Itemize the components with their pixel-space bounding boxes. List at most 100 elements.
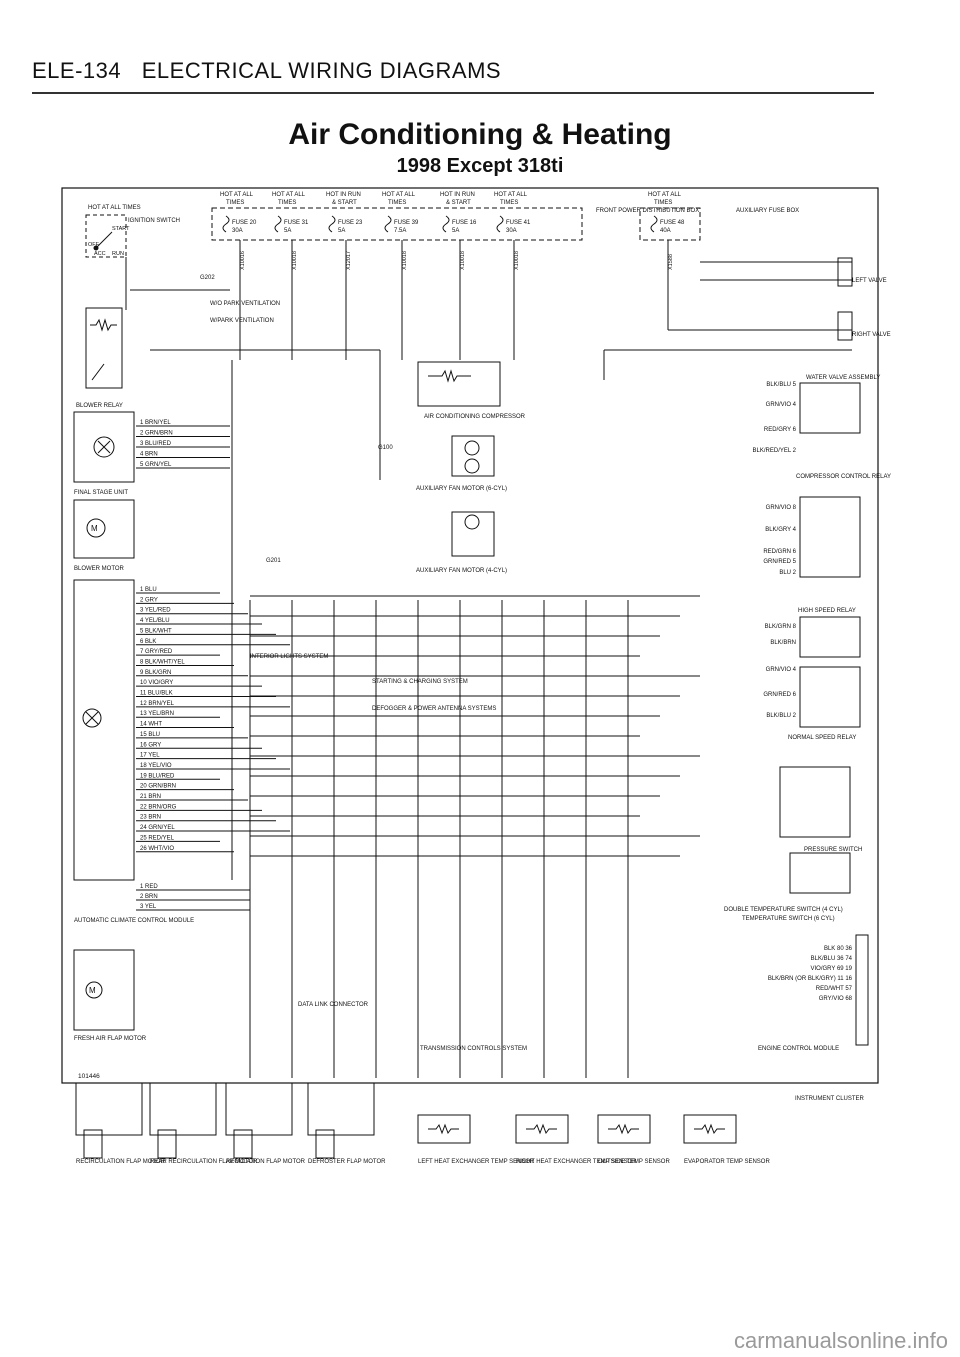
connector-label: X12017 [346, 251, 352, 270]
engine-module-label: ENGINE CONTROL MODULE [758, 1046, 839, 1052]
fuse-symbol [650, 215, 658, 233]
connector-label: X10018 [292, 251, 298, 270]
right-valve-box [837, 311, 853, 341]
module-pin-label: 10 VIO/GRY [140, 680, 173, 686]
relay-pin-label: BLK/BLU 2 [766, 713, 796, 719]
ground-g100-label: G100 [378, 445, 393, 451]
connector-label: X1588 [668, 254, 674, 270]
high-speed-relay-label: HIGH SPEED RELAY [798, 608, 856, 614]
module-pin-label: 20 GRN/BRN [140, 784, 176, 790]
bottom-component-label: EVAPORATOR TEMP SENSOR [684, 1159, 770, 1165]
flap-motor-body [315, 1129, 335, 1159]
sensor-resistor [428, 1123, 459, 1135]
module-pin-label: 3 BLU/RED [140, 441, 172, 447]
module-pin-label: 14 WHT [140, 722, 162, 728]
module-pin-label: 1 RED [140, 884, 158, 890]
module-pin-label: 26 WHT/VIO [140, 846, 174, 852]
module-pin-label: 1 BLU [140, 587, 157, 593]
flap-motor-body [157, 1129, 177, 1159]
diagram-frame [61, 187, 879, 1084]
fuse-subheader: & START [332, 200, 357, 206]
module-pin-label: 5 GRN/YEL [140, 462, 172, 468]
module-pin-label: 2 GRN/BRN [140, 431, 173, 437]
fuse-header: HOT AT ALL [648, 192, 682, 198]
bottom-component-label: RIGHT HEAT EXCHANGER TEMP SENSOR [516, 1159, 637, 1165]
relay-pin-label: GRN/RED 6 [763, 692, 796, 698]
fuse-header: HOT IN RUN [440, 192, 475, 198]
section-number: ELE-134 [32, 58, 122, 83]
ecm-box [855, 934, 869, 1046]
ignition-hot-label: HOT AT ALL TIMES [88, 205, 141, 211]
blower-motor-label: BLOWER MOTOR [74, 566, 125, 572]
fuse-symbol [328, 215, 336, 233]
final-stage-label: FINAL STAGE UNIT [74, 490, 128, 496]
flap-motor-body [233, 1129, 253, 1159]
fuse-subheader: TIMES [500, 200, 518, 206]
fuse-rating: 5A [452, 228, 459, 234]
relay-pin-label: GRN/VIO 8 [766, 505, 797, 511]
watermark: carmanualsonline.info [733, 1328, 948, 1353]
module-pin-label: 13 YEL/BRN [140, 711, 174, 717]
sensor-resistor [608, 1123, 639, 1135]
relay-pin-label: BLU 2 [779, 570, 796, 576]
ac-compressor: AIR CONDITIONING COMPRESSOR [417, 361, 526, 420]
relay-pin-label: BLK/GRY 4 [765, 527, 796, 533]
ecm-pin-label: BLK/BRN (OR BLK/GRY) 11 16 [768, 976, 853, 982]
module-pin-label: 2 BRN [140, 894, 158, 900]
module-pin-label: 8 BLK/WHT/YEL [140, 659, 185, 665]
relay-pin-label: GRN/RED 5 [763, 559, 796, 565]
sensor-resistor [694, 1123, 725, 1135]
module-pin-label: 19 BLU/RED [140, 773, 175, 779]
figure-number: 101446 [78, 1073, 100, 1080]
ignition-position: RUN [112, 251, 124, 257]
blower-relay: BLOWER RELAY [76, 307, 123, 409]
fuse-name: FUSE 39 [394, 220, 419, 226]
fuse-rating: 30A [232, 228, 243, 234]
starting-label: STARTING & CHARGING SYSTEM [372, 679, 468, 685]
blower-motor: M BLOWER MOTOR [73, 499, 135, 572]
module-pin-label: 18 YEL/VIO [140, 763, 172, 769]
fresh-air-flap-motor: M FRESH AIR FLAP MOTOR [73, 949, 147, 1042]
fuse-name: FUSE 41 [506, 220, 531, 226]
fuse-name: FUSE 31 [284, 220, 309, 226]
bottom-component-label: DEFROSTER FLAP MOTOR [308, 1159, 386, 1165]
front-power-box-label: FRONT POWER DISTRIBUTION BOX [596, 208, 699, 214]
aux-fan-6cyl: AUXILIARY FAN MOTOR (6-CYL) [416, 435, 507, 492]
aux-fan-4-label: AUXILIARY FAN MOTOR (4-CYL) [416, 568, 507, 574]
aux-box-outline [639, 207, 701, 241]
sensor-box [683, 1114, 737, 1144]
interior-lights-label: INTERIOR LIGHTS SYSTEM [250, 654, 328, 660]
ground-g202-label: G202 [200, 275, 215, 281]
fuse-header: HOT AT ALL [382, 192, 416, 198]
power-rails [125, 240, 853, 880]
module-pin-label: 24 GRN/YEL [140, 825, 175, 831]
right-relays [779, 382, 861, 894]
park-vent-wo: W/O PARK VENTILATION [210, 301, 280, 307]
ignition-position: OFF [88, 242, 100, 248]
instrument-cluster-label: INSTRUMENT CLUSTER [795, 1096, 865, 1102]
diagram-title: Air Conditioning & Heating [288, 118, 672, 151]
ignition-position: START [112, 226, 130, 232]
connector-label: X10016 [240, 251, 246, 270]
svg-text:M: M [91, 524, 98, 533]
section-title: ELECTRICAL WIRING DIAGRAMS [141, 58, 502, 83]
fuse-symbol [222, 215, 230, 233]
sensor-box [597, 1114, 651, 1144]
sensor-box [417, 1114, 471, 1144]
fuse-subheader: & START [446, 200, 471, 206]
fuse-rating: 5A [284, 228, 291, 234]
module-pin-label: 21 BRN [140, 794, 161, 800]
module-pin-label: 4 YEL/BLU [140, 618, 170, 624]
temp-switch-6-label: TEMPERATURE SWITCH (6 CYL) [742, 916, 835, 922]
fuse-rating: 7.5A [394, 228, 406, 234]
harness-lines [249, 595, 700, 1078]
sensor-resistor [526, 1123, 557, 1135]
bottom-component-label: OUTSIDE TEMP SENSOR [598, 1159, 670, 1165]
module-pin-label: 3 YEL [140, 904, 157, 910]
fuse-symbol [496, 215, 504, 233]
relay-box [799, 496, 861, 578]
